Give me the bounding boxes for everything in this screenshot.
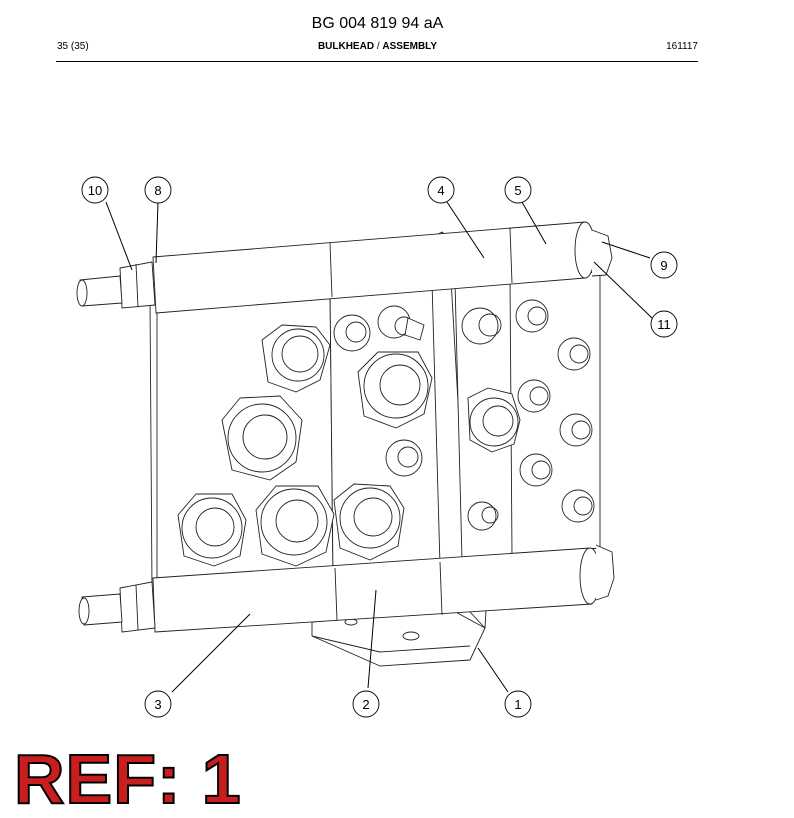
fitting xyxy=(385,439,423,477)
ref-banner: REF: 1 xyxy=(13,740,242,818)
fitting xyxy=(221,395,303,481)
fitting xyxy=(517,379,551,413)
callout-2-label: 2 xyxy=(362,697,369,712)
callout-1: 1 xyxy=(504,690,532,718)
fitting xyxy=(467,501,499,531)
fitting xyxy=(561,489,595,523)
fitting xyxy=(559,413,593,447)
fitting xyxy=(461,307,502,345)
fitting xyxy=(519,453,553,487)
callout-10-label: 10 xyxy=(88,183,102,198)
callout-8-label: 8 xyxy=(154,183,161,198)
callout-10: 10 xyxy=(81,176,109,204)
callout-3-label: 3 xyxy=(154,697,161,712)
fitting xyxy=(333,314,371,352)
page-count: 35 (35) xyxy=(57,41,89,52)
fitting xyxy=(333,483,405,561)
callout-9: 9 xyxy=(650,251,678,279)
callout-4: 4 xyxy=(427,176,455,204)
top-rod xyxy=(76,221,613,314)
callout-4-label: 4 xyxy=(437,183,444,198)
fitting xyxy=(467,387,521,453)
fitting xyxy=(515,299,549,333)
callout-3: 3 xyxy=(144,690,172,718)
fitting xyxy=(261,324,331,393)
callout-1-label: 1 xyxy=(514,697,521,712)
fitting xyxy=(357,351,433,429)
fitting xyxy=(557,337,591,371)
document-number: BG 004 819 94 aA xyxy=(311,15,444,32)
callout-11-label: 11 xyxy=(657,317,671,332)
fitting xyxy=(377,305,425,341)
fitting xyxy=(255,485,335,567)
callout-11: 11 xyxy=(650,310,678,338)
callout-5-label: 5 xyxy=(514,183,521,198)
document-code: 161117 xyxy=(666,41,698,52)
title-main: BULKHEAD xyxy=(317,41,375,52)
header-rule xyxy=(56,61,698,62)
callout-5: 5 xyxy=(504,176,532,204)
callout-2: 2 xyxy=(352,690,380,718)
fitting xyxy=(177,493,247,567)
section-title: BULKHEAD / ASSEMBLY xyxy=(0,41,755,52)
title-separator: / xyxy=(374,41,383,52)
callout-9-label: 9 xyxy=(660,258,667,273)
bottom-rod xyxy=(78,544,615,633)
leader-lines xyxy=(105,201,653,693)
title-sub: ASSEMBLY xyxy=(382,41,438,52)
callout-8: 8 xyxy=(144,176,172,204)
bulkhead-fittings xyxy=(177,299,595,567)
